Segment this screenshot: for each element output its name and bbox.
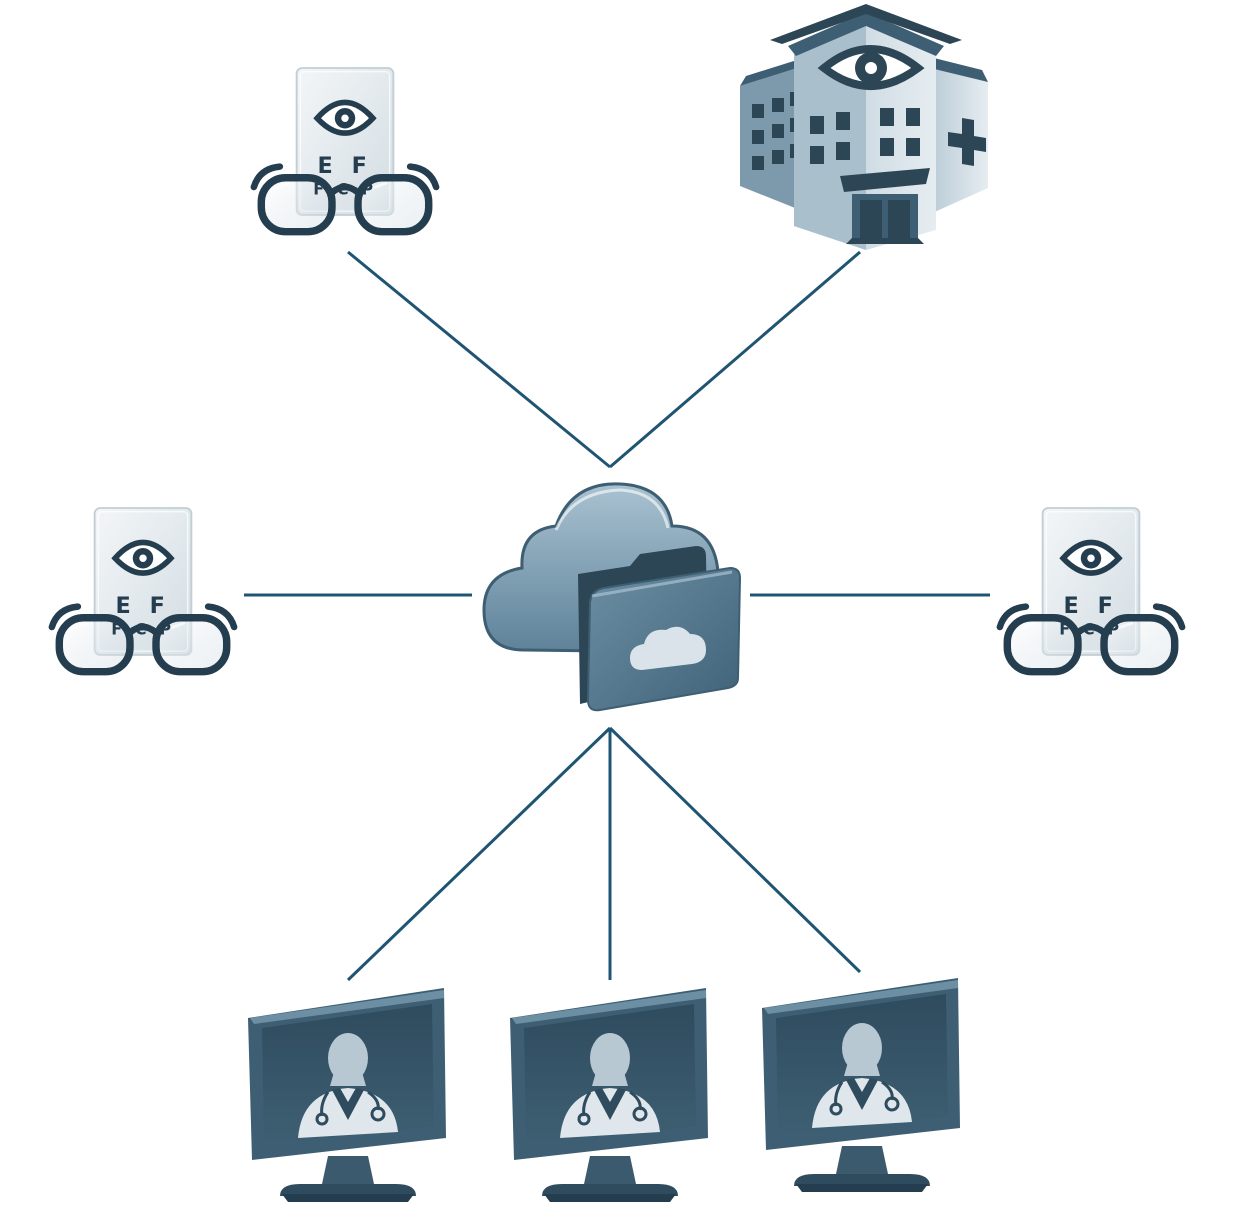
clinic-top-left-node[interactable]: E F F C P xyxy=(254,68,436,232)
connector-lines xyxy=(244,250,990,982)
doctor-monitor-3-node[interactable] xyxy=(760,976,962,1194)
doctor-monitor-icon xyxy=(508,986,710,1204)
doctor-monitor-icon xyxy=(760,976,962,1194)
chart-row2: F C P xyxy=(1059,619,1123,638)
chart-row1: E F xyxy=(1064,593,1119,619)
eye-chart-glasses-icon xyxy=(1000,508,1182,672)
chart-row1: E F xyxy=(116,593,171,619)
link-hub-doctor-monitor-1 xyxy=(346,726,612,982)
chart-row2: F C P xyxy=(313,179,377,198)
eye-hospital-node[interactable] xyxy=(740,4,988,250)
cloud-hub-node[interactable] xyxy=(482,482,742,712)
eye-hospital-icon xyxy=(740,4,988,250)
link-hub-doctor-monitor-3 xyxy=(608,726,862,974)
clinic-right-node[interactable]: E F F C P xyxy=(1000,508,1182,672)
chart-row1: E F xyxy=(318,153,373,179)
doctor-monitor-icon xyxy=(246,986,448,1204)
doctor-monitor-1-node[interactable] xyxy=(246,986,448,1204)
eye-chart-glasses-icon xyxy=(254,68,436,232)
cloud-folder-icon xyxy=(482,482,742,712)
clinic-left-node[interactable]: E F F C P xyxy=(52,508,234,672)
eye-chart-glasses-icon xyxy=(52,508,234,672)
chart-row2: F C P xyxy=(111,619,175,638)
link-hub-eye-hospital xyxy=(609,250,861,469)
doctor-monitor-2-node[interactable] xyxy=(508,986,710,1204)
link-hub-clinic-top-left xyxy=(347,250,611,469)
